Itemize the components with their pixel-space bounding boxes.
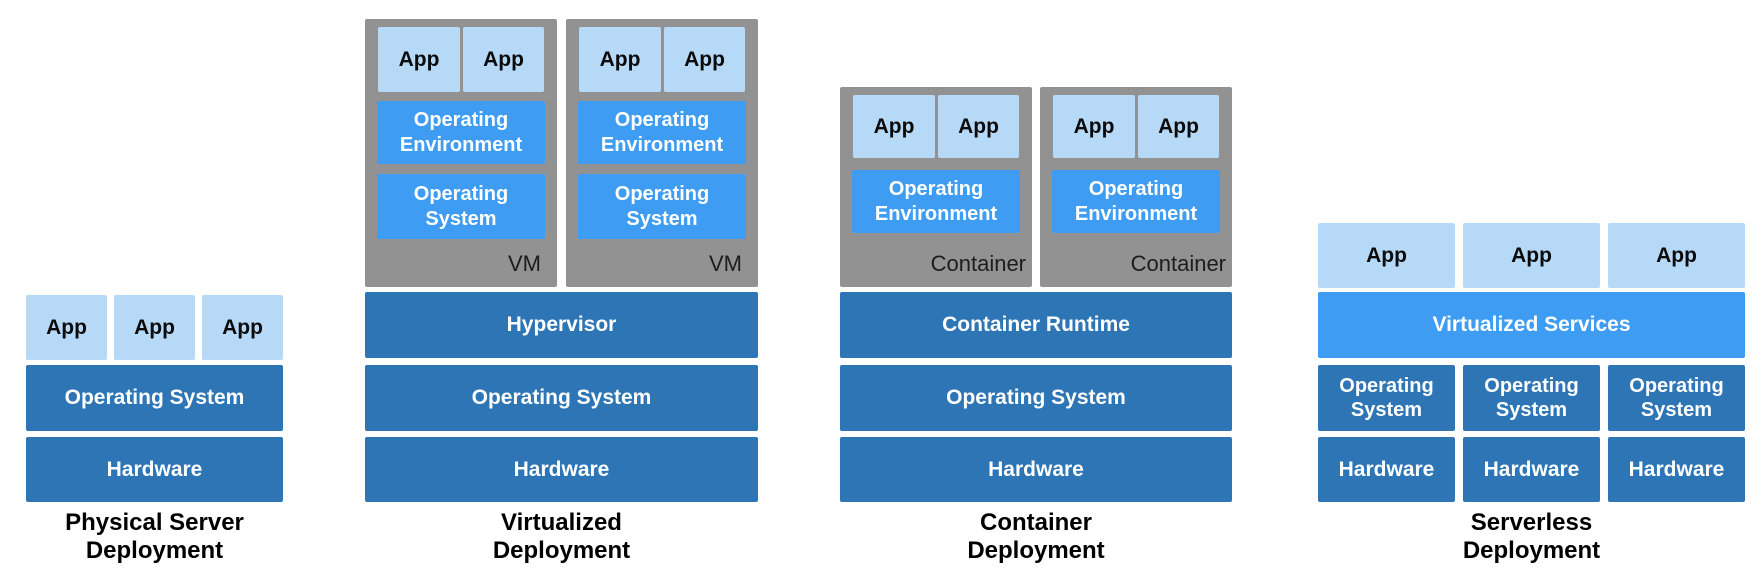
app-label: App <box>1511 243 1552 267</box>
hardware-bar: Hardware <box>840 437 1232 502</box>
hardware-bar: Hardware <box>26 437 283 502</box>
column-title-line1: Container <box>979 509 1092 536</box>
operating-system-box: Operating System <box>1318 365 1455 431</box>
column-title-line1: Physical Server <box>65 509 244 536</box>
operating-system-label: Operating System <box>1339 374 1434 421</box>
vm-label: VM <box>709 251 742 276</box>
operating-system-box: Operating System <box>377 174 545 239</box>
column-title: Virtualized Deployment <box>365 509 758 565</box>
hardware-label: Hardware <box>988 457 1084 481</box>
hardware-label: Hardware <box>106 457 203 481</box>
column-title-line2: Deployment <box>1462 537 1601 564</box>
operating-system-bar: Operating System <box>365 365 758 431</box>
app-box: App <box>853 95 935 158</box>
app-label: App <box>1656 243 1697 267</box>
operating-system-label: Operating System <box>1484 374 1579 421</box>
hardware-bar: Hardware <box>365 437 758 502</box>
operating-environment-label: Operating Environment <box>1074 178 1198 225</box>
column-title-line2: Deployment <box>492 537 631 564</box>
hypervisor-bar: Hypervisor <box>365 292 758 358</box>
container-deployment-column: App App Operating Environment Container … <box>840 0 1232 574</box>
operating-environment-label: Operating Environment <box>874 178 998 225</box>
app-label: App <box>684 47 725 71</box>
app-label: App <box>1073 114 1115 138</box>
operating-environment-box: Operating Environment <box>578 101 746 164</box>
hardware-box: Hardware <box>1463 437 1600 502</box>
operating-environment-label: Operating Environment <box>600 109 724 156</box>
operating-environment-box: Operating Environment <box>1052 170 1220 233</box>
operating-system-label: Operating System <box>471 386 652 409</box>
app-box: App <box>579 27 661 92</box>
column-title: Serverless Deployment <box>1318 509 1745 565</box>
hardware-label: Hardware <box>1338 457 1435 481</box>
app-box: App <box>1053 95 1135 158</box>
app-box: App <box>1463 223 1600 288</box>
virtualized-services-label: Virtualized Services <box>1432 313 1631 336</box>
operating-system-bar: Operating System <box>840 365 1232 431</box>
column-title: Physical Server Deployment <box>26 509 283 565</box>
hardware-label: Hardware <box>1628 457 1725 481</box>
container-box-1: App App Operating Environment Container <box>840 87 1032 287</box>
container-runtime-label: Container Runtime <box>942 313 1130 336</box>
container-box-2: App App Operating Environment Container <box>1040 87 1232 287</box>
operating-system-box: Operating System <box>1608 365 1745 431</box>
app-label: App <box>873 114 915 138</box>
container-label: Container <box>930 251 1026 276</box>
physical-deployment-column: App App App Operating System Hardware Ph… <box>26 0 283 574</box>
operating-system-label: Operating System <box>614 183 710 230</box>
app-label: App <box>1366 243 1407 267</box>
operating-system-label: Operating System <box>1629 374 1724 421</box>
app-label: App <box>398 47 440 71</box>
app-box: App <box>1608 223 1745 288</box>
vm-label: VM <box>508 251 541 276</box>
hardware-label: Hardware <box>1483 457 1580 481</box>
app-box: App <box>664 27 745 92</box>
app-box: App <box>202 295 283 360</box>
column-title-line2: Deployment <box>85 537 224 564</box>
column-title: Container Deployment <box>840 509 1232 565</box>
serverless-deployment-column: App App App Virtualized Services Operati… <box>1318 0 1745 574</box>
operating-system-label: Operating System <box>413 183 509 230</box>
column-title-line1: Serverless <box>1470 509 1593 536</box>
app-label: App <box>222 315 263 339</box>
virtualized-deployment-column: App App Operating Environment Operating … <box>365 0 758 574</box>
vm-box-1: App App Operating Environment Operating … <box>365 19 557 287</box>
hypervisor-label: Hypervisor <box>506 313 617 336</box>
app-label: App <box>483 47 524 71</box>
app-box: App <box>114 295 195 360</box>
operating-system-box: Operating System <box>578 174 746 239</box>
app-label: App <box>958 114 999 138</box>
operating-system-box: Operating System <box>1463 365 1600 431</box>
app-box: App <box>1318 223 1455 288</box>
vm-box-2: App App Operating Environment Operating … <box>566 19 758 287</box>
app-box: App <box>378 27 460 92</box>
app-box: App <box>1138 95 1219 158</box>
hardware-label: Hardware <box>513 457 610 481</box>
operating-environment-box: Operating Environment <box>377 101 545 164</box>
hardware-box: Hardware <box>1608 437 1745 502</box>
operating-environment-box: Operating Environment <box>852 170 1020 233</box>
app-label: App <box>599 47 641 71</box>
operating-system-label: Operating System <box>946 386 1126 409</box>
app-label: App <box>134 315 175 339</box>
column-title-line2: Deployment <box>967 537 1105 564</box>
container-label: Container <box>1130 251 1226 276</box>
operating-system-bar: Operating System <box>26 365 283 431</box>
app-label: App <box>46 315 87 339</box>
column-title-line1: Virtualized <box>501 509 622 536</box>
container-runtime-bar: Container Runtime <box>840 292 1232 358</box>
app-box: App <box>26 295 107 360</box>
app-box: App <box>938 95 1019 158</box>
operating-environment-label: Operating Environment <box>399 109 523 156</box>
app-box: App <box>463 27 544 92</box>
virtualized-services-bar: Virtualized Services <box>1318 292 1745 358</box>
operating-system-label: Operating System <box>64 386 245 409</box>
hardware-box: Hardware <box>1318 437 1455 502</box>
app-label: App <box>1158 114 1199 138</box>
